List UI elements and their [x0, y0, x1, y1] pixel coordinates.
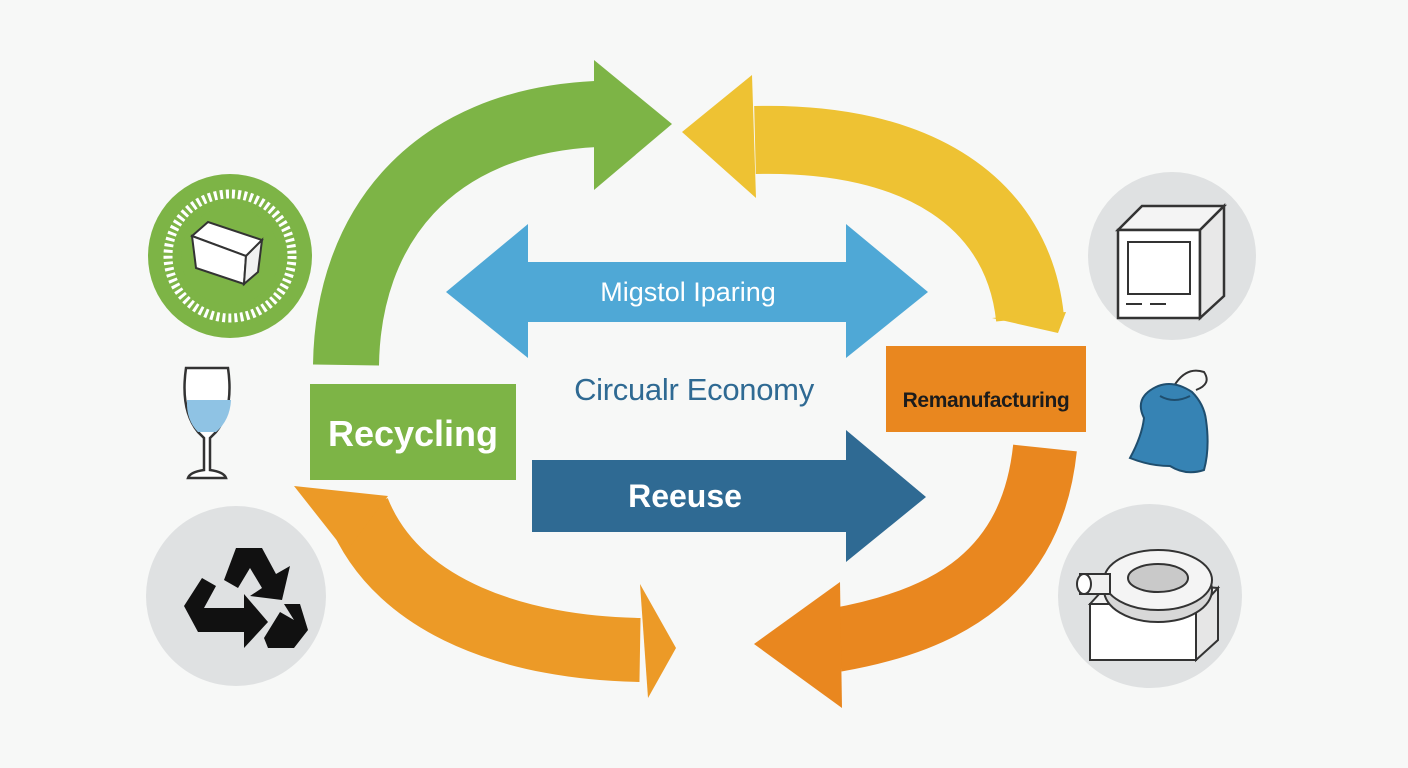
double-arrow-top: [446, 224, 928, 358]
center-title: Circualr Economy: [574, 372, 814, 407]
recycle-icon: [146, 506, 326, 686]
orange-left-cycle-arrow: [294, 486, 676, 698]
yellow-cycle-arrow: [682, 75, 1066, 333]
recycling-box: [310, 384, 516, 480]
reuse-arrow: [532, 430, 926, 562]
recycled-box-icon: [148, 174, 312, 338]
double-arrow-label: Migstol Iparing: [600, 277, 776, 307]
recycling-label: Recycling: [327, 413, 499, 454]
orange-right-cycle-arrow: [754, 443, 1077, 708]
remanufacturing-box: [886, 346, 1086, 432]
appliance-box-icon: [1088, 172, 1256, 340]
green-cycle-arrow: [313, 60, 672, 367]
reuse-label: Reeuse: [628, 478, 742, 514]
blue-bag-icon: [1128, 369, 1209, 474]
glass-icon: [183, 366, 231, 480]
remanufacturing-label: Remanufacturing: [902, 389, 1070, 412]
tape-roll-icon: [1058, 504, 1242, 688]
